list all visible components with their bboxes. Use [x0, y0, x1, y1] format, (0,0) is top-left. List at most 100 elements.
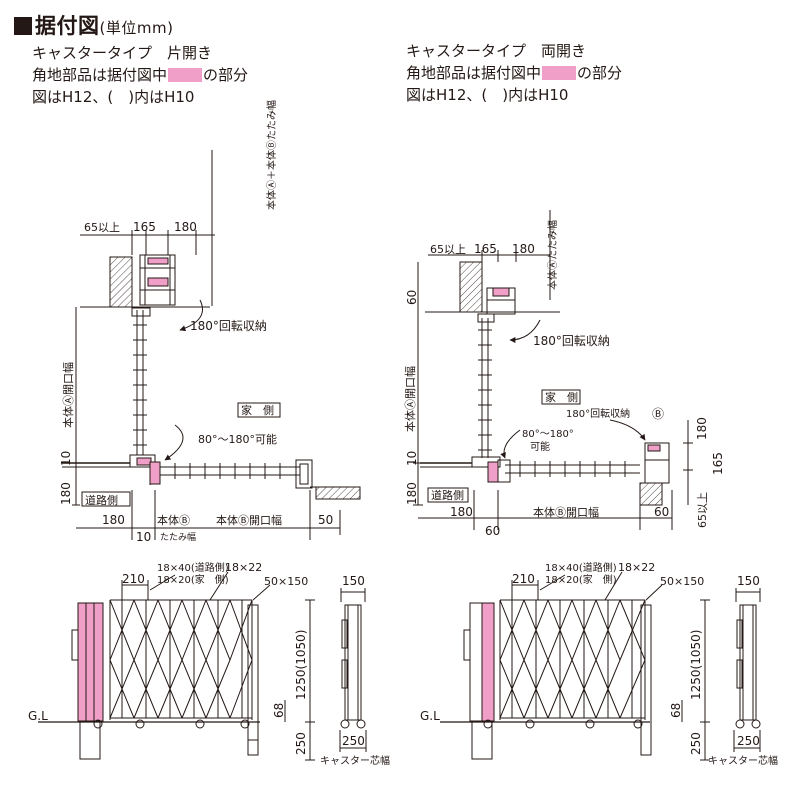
ground-hatch — [315, 486, 361, 500]
dim-label: 65以上 — [430, 243, 466, 256]
dim-label-vertical: 68 — [669, 703, 683, 718]
corner-part-highlight — [481, 602, 495, 722]
left-notes: キャスタータイプ 片開き 角地部品は据付図中 の部分 図はH12、( )内はH10 — [32, 42, 248, 108]
dim-label: 210 — [122, 572, 145, 586]
title-main: 据付図 — [35, 14, 100, 38]
right-note-corner: 角地部品は据付図中の部分 — [406, 62, 622, 84]
gate-a-rungs — [133, 324, 147, 446]
left-elevation-labels: 210 18×40(道路側) 18×20(家 側) 18×22 50×150 1… — [28, 561, 390, 767]
title-unit: (単位mm) — [99, 19, 174, 37]
member-label: 18×40(道路側) — [157, 561, 229, 574]
end-post — [640, 604, 652, 756]
left-plan-view — [62, 150, 361, 540]
left-note-corner: 角地部品は据付図中 の部分 — [32, 64, 248, 86]
rotation-label: 180°回転収納 — [190, 319, 267, 333]
left-elevation-view — [38, 571, 367, 761]
dim-label: 165 — [474, 242, 497, 256]
member-label: 50×150 — [660, 575, 704, 588]
dim-label: 本体Ⓑ開口幅 — [533, 505, 599, 519]
corner-part-highlight — [136, 457, 152, 466]
dim-label-vertical: 180 — [405, 482, 419, 505]
dim-label: 本体Ⓑ — [157, 513, 190, 527]
dim-label: 本体Ⓑ開口幅 — [216, 513, 282, 527]
member-label: 50×150 — [264, 575, 308, 588]
dim-label-vertical: 250 — [294, 732, 308, 755]
dim-label-vertical: 68 — [272, 703, 286, 718]
folded-panel — [469, 602, 483, 722]
lattice — [109, 599, 253, 720]
member-label: 18×20(家 側) — [545, 573, 617, 586]
right-heading: キャスタータイプ 両開き — [406, 42, 587, 60]
wall-hatch — [109, 256, 133, 308]
dim-label-vertical: 10 — [59, 451, 73, 466]
dim-label-vertical: 10 — [405, 451, 419, 466]
dim-label-vertical: 60 — [405, 290, 419, 305]
dim-label: 250 — [342, 734, 365, 748]
road-side-label: 道路側 — [431, 488, 464, 502]
dim-label: 250 — [737, 734, 760, 748]
left-plan-labels: 65以上 165 180 本体Ⓐ＋本体Ⓑたたみ幅 180°回転収納 本体Ⓐ開口幅… — [59, 100, 333, 544]
right-plan-labels: 65以上 165 180 本体Ⓐたたみ幅 60 180°回転収納 本体Ⓐ開口幅 … — [403, 220, 725, 538]
house-side-label: 家 側 — [241, 403, 274, 417]
corner-part-highlight — [647, 444, 661, 452]
right-elevation-view — [440, 571, 761, 761]
dim-label-vertical: 1250(1050) — [689, 630, 703, 700]
highlight-swatch — [542, 66, 577, 80]
dim-label-vertical: 1250(1050) — [294, 630, 308, 700]
angle-label: 80°～180° — [522, 429, 574, 440]
angle-label: 可能 — [530, 440, 550, 453]
corner-part-highlight — [149, 461, 161, 485]
dim-label: 10 — [136, 530, 151, 544]
foundation — [471, 720, 493, 760]
gate-b-rungs — [174, 463, 281, 479]
dim-label: たたみ幅 — [160, 531, 196, 543]
b-mark: Ⓑ — [652, 407, 664, 421]
left-heading: キャスタータイプ 片開き — [32, 44, 213, 62]
gate-b-rungs — [519, 461, 626, 477]
wall-hatch — [639, 482, 663, 506]
dim-label: 165 — [133, 220, 156, 234]
wall-hatch — [459, 261, 483, 313]
dim-label-vertical: 65以上 — [696, 492, 709, 528]
dim-label-vertical: 180 — [695, 417, 709, 440]
dim-label-vertical: 本体Ⓐ＋本体Ⓑたたみ幅 — [265, 100, 278, 210]
right-note-scale: 図はH12、( )内はH10 — [406, 86, 569, 104]
member-label: 18×20(家 側) — [157, 573, 229, 586]
dim-label: 60 — [485, 524, 500, 538]
corner-part-highlight — [77, 602, 104, 722]
end-post — [247, 604, 259, 756]
dim-label: 65以上 — [84, 221, 120, 234]
dim-label-vertical: 165 — [711, 452, 725, 475]
dim-label-vertical: 本体Ⓐ開口幅 — [403, 366, 417, 432]
right-notes: キャスタータイプ 両開き 角地部品は据付図中の部分 図はH12、( )内はH10 — [406, 40, 622, 106]
foundation — [79, 720, 101, 760]
dim-label: 180 — [102, 513, 125, 527]
member-label: 18×22 — [225, 561, 262, 574]
caster-width-label: キャスター芯幅 — [708, 754, 778, 767]
left-note-prefix: 角地部品は据付図中 — [32, 66, 168, 84]
left-note-scale: 図はH12、( )内はH10 — [32, 88, 195, 106]
page-title: 据付図(単位mm) — [14, 10, 173, 40]
gate-b-end-post — [295, 459, 313, 489]
dim-label: 180 — [174, 220, 197, 234]
member-label: 18×22 — [618, 561, 655, 574]
corner-part-highlight — [147, 277, 169, 287]
right-plan-view — [413, 210, 693, 530]
handle — [71, 629, 79, 661]
corner-part-highlight — [487, 461, 499, 483]
dim-label-vertical: 本体Ⓐたたみ幅 — [546, 220, 559, 290]
right-elevation-labels: 210 18×40(道路側) 18×20(家 側) 18×22 50×150 1… — [420, 561, 778, 767]
dim-label: 50 — [318, 513, 333, 527]
highlight-swatch — [168, 68, 203, 82]
road-side-label: 道路側 — [85, 493, 118, 507]
side-view-panel — [344, 604, 362, 721]
side-view-panel — [739, 604, 757, 721]
dim-label: 210 — [512, 572, 535, 586]
left-note-suffix: の部分 — [203, 66, 249, 84]
gate-a-rungs — [478, 329, 492, 451]
corner-part-highlight — [492, 287, 510, 297]
angle-label: 80°～180°可能 — [198, 432, 277, 446]
right-note-suffix: の部分 — [577, 64, 623, 82]
rotation-label: 180°回転収納 — [566, 407, 630, 420]
